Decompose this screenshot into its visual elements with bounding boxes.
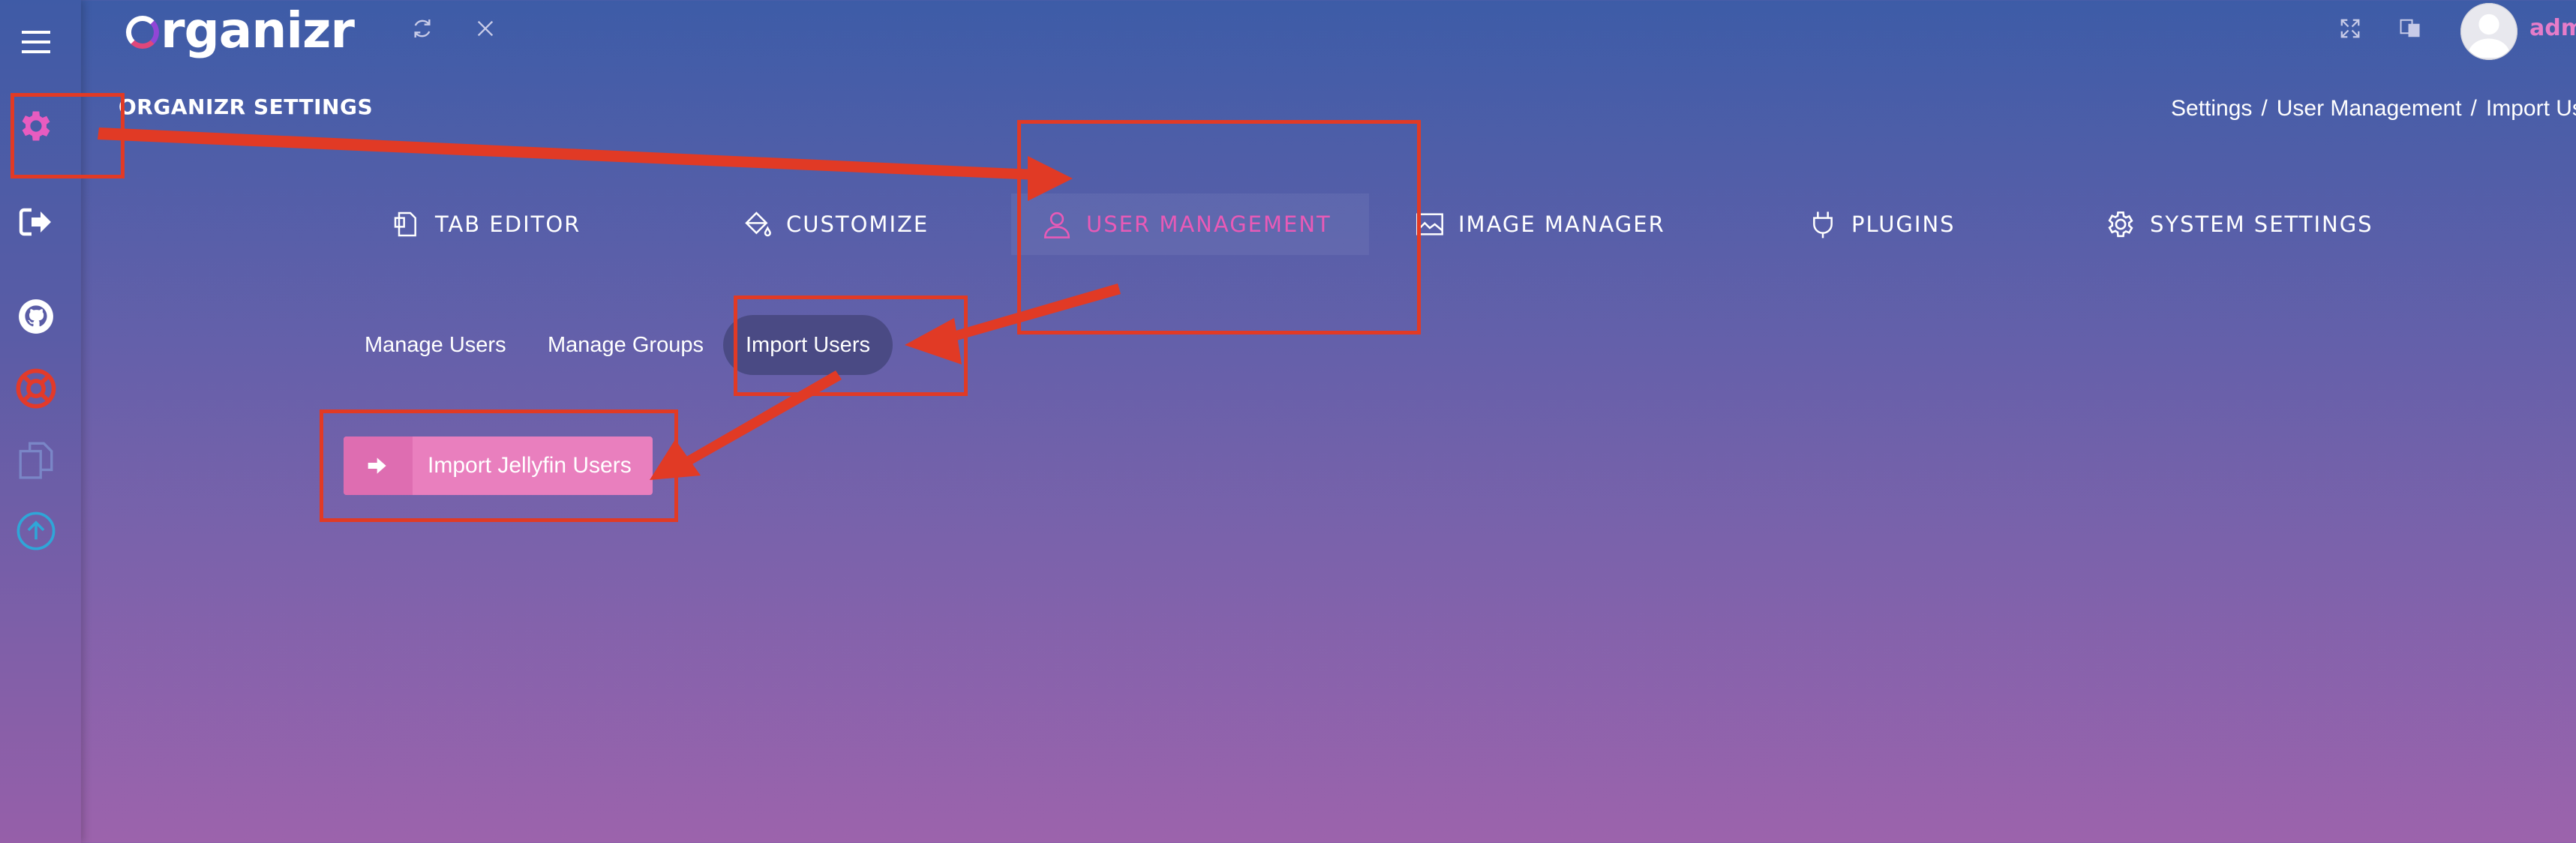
sign-in-icon (344, 436, 413, 495)
translate-icon[interactable] (2393, 14, 2427, 44)
tab-label: TAB EDITOR (435, 212, 581, 237)
paint-bucket-icon (745, 212, 771, 237)
tab-label: USER MANAGEMENT (1086, 212, 1332, 237)
breadcrumb-item-settings[interactable]: Settings (2171, 96, 2253, 121)
import-jellyfin-users-button[interactable]: Import Jellyfin Users (344, 436, 653, 495)
close-icon[interactable] (467, 14, 504, 44)
copy-docs-icon[interactable] (14, 438, 59, 483)
breadcrumb: Settings / User Management / Import Use (2171, 96, 2576, 122)
logo-o-mark (126, 16, 159, 49)
tab-user-management[interactable]: USER MANAGEMENT (1011, 194, 1369, 255)
breadcrumb-item-user-management[interactable]: User Management (2276, 96, 2462, 121)
page-title: ORGANIZR SETTINGS (119, 94, 374, 119)
avatar[interactable] (2460, 3, 2517, 60)
annotation-arrow-head (905, 318, 962, 364)
upload-arrow-icon[interactable] (14, 508, 59, 554)
tab-image-manager[interactable]: IMAGE MANAGER (1415, 194, 1665, 255)
user-icon (1043, 212, 1070, 238)
tab-plugins[interactable]: PLUGINS (1808, 194, 1956, 255)
settings-gear-icon[interactable] (14, 104, 59, 148)
tab-customize[interactable]: CUSTOMIZE (743, 194, 929, 255)
annotation-box-user-management (1017, 120, 1421, 334)
username[interactable]: adm (2529, 15, 2576, 41)
logout-icon[interactable] (14, 200, 59, 244)
github-icon[interactable] (14, 294, 59, 339)
refresh-icon[interactable] (404, 14, 441, 44)
subtab-import-users[interactable]: Import Users (723, 315, 893, 375)
subtab-manage-groups[interactable]: Manage Groups (548, 332, 704, 357)
tab-label: SYSTEM SETTINGS (2150, 212, 2373, 237)
document-icon (394, 212, 416, 237)
annotation-arrow-head (650, 440, 701, 480)
annotation-arrow-head (1028, 156, 1073, 201)
breadcrumb-separator: / (2470, 96, 2477, 121)
logo-text: rganizr (161, 2, 355, 59)
import-button-label: Import Jellyfin Users (428, 453, 632, 478)
gear-icon (2108, 211, 2133, 238)
breadcrumb-item-current: Import Use (2485, 96, 2576, 121)
annotation-box-import-users (734, 296, 968, 396)
annotation-arrow (938, 284, 1121, 345)
plug-icon (1813, 212, 1833, 238)
tab-label: PLUGINS (1851, 212, 1956, 237)
annotation-arrow (98, 128, 1037, 180)
fullscreen-icon[interactable] (2333, 14, 2367, 44)
breadcrumb-separator: / (2261, 96, 2268, 121)
tab-system-settings[interactable]: SYSTEM SETTINGS (2105, 194, 2373, 255)
organizr-logo[interactable]: rganizr (126, 2, 355, 59)
subtab-manage-users[interactable]: Manage Users (365, 332, 506, 357)
tab-label: CUSTOMIZE (786, 212, 929, 237)
annotation-arrow (680, 370, 842, 468)
hamburger-menu-icon[interactable] (14, 20, 59, 64)
lifebuoy-icon[interactable] (14, 366, 59, 411)
tab-label: IMAGE MANAGER (1458, 212, 1665, 237)
tab-tab-editor[interactable]: TAB EDITOR (392, 194, 581, 255)
